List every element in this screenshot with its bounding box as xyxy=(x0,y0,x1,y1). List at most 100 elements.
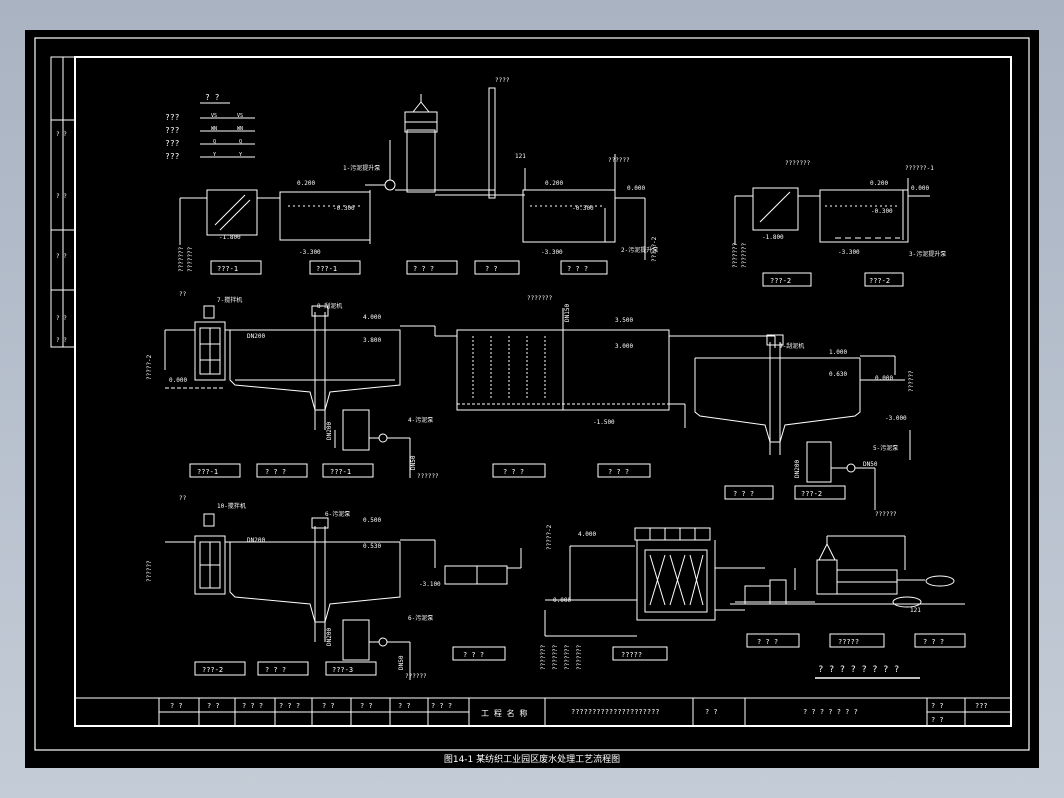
legend-code-2: Q xyxy=(213,139,216,145)
level-r1e: 0.200 xyxy=(545,180,563,187)
unit-r1-3: ? ? xyxy=(485,265,498,273)
note-r3c: 121 xyxy=(910,607,921,614)
side-strip-text-0: ? ? xyxy=(56,131,67,138)
row1-annotations: ???? 1-污泥提升泵 2-污泥提升泵 3-污泥提升泵 0.200 -0.30… xyxy=(219,77,946,258)
level-r2c: 3.500 xyxy=(615,317,633,324)
level-r2f: 1.000 xyxy=(829,349,847,356)
vert-note-12: ??????? xyxy=(564,644,571,670)
note-r1c: ??????-1 xyxy=(905,165,934,172)
unit-r1-6: ???-2 xyxy=(869,277,890,285)
vert-note-5: ??????? xyxy=(741,242,748,268)
row2-process xyxy=(164,305,911,510)
legend-label-2: ??? xyxy=(165,139,180,148)
level-r2b: 3.800 xyxy=(363,337,381,344)
level-r1m: -3.300 xyxy=(838,249,860,256)
level-r2g: 0.630 xyxy=(829,371,847,378)
tb-project-name: ????????????????????? xyxy=(571,708,660,716)
row1-process xyxy=(179,87,930,260)
vert-pipe-4: DN200 xyxy=(794,460,801,478)
level-r3c: -3.100 xyxy=(419,581,441,588)
level-r2i: 0.000 xyxy=(169,377,187,384)
note-r2b: ??????? xyxy=(527,295,553,302)
note-r2d: ?????? xyxy=(875,511,897,518)
unit-r3-7: ? ? ? xyxy=(923,638,944,646)
note-r3a: ?? xyxy=(179,495,187,502)
tb-label-3: ? ? ? xyxy=(279,702,300,710)
vert-note-7: ?????? xyxy=(908,370,915,392)
stack-label: ???? xyxy=(495,77,510,84)
unit-r3-1: ? ? ? xyxy=(265,666,286,674)
level-r1d: -3.300 xyxy=(299,249,321,256)
tb-right-top-val: ??? xyxy=(975,702,988,710)
level-r3d: 4.000 xyxy=(578,531,596,538)
vert-note-3: ?????-2 xyxy=(651,236,658,262)
level-r1f: -0.300 xyxy=(572,205,594,212)
row3-unit-boxes xyxy=(194,633,966,676)
process-flow-drawing: ? ? ? ? ? ? ? ? ? ? ? ? ??? ??? ??? ??? … xyxy=(34,37,1030,751)
row3-process xyxy=(165,513,965,680)
vert-pipe-2: DN50 xyxy=(410,455,417,470)
equip-10-label: 10-搅拌机 xyxy=(217,502,246,510)
vert-note-1: ??????? xyxy=(178,246,185,272)
tb-label-5: ? ? xyxy=(360,702,373,710)
vert-note-4: ??????? xyxy=(732,242,739,268)
vert-note-9: ?????-2 xyxy=(546,524,553,550)
pipe-r3a: DN200 xyxy=(247,537,265,544)
note-r1d: 121 xyxy=(515,153,526,160)
level-r3a: 0.500 xyxy=(363,517,381,524)
unit-r3-4: ????? xyxy=(621,651,642,659)
vert-note-8: ?????? xyxy=(146,560,153,582)
unit-r2-2: ???-1 xyxy=(330,468,351,476)
level-r2d: 3.000 xyxy=(615,343,633,350)
legend-label-3: ??? xyxy=(165,152,180,161)
tb-right-top: ? ? xyxy=(931,702,944,710)
tb-label-0: ? ? xyxy=(170,702,183,710)
row2-unit-boxes xyxy=(189,463,846,500)
equip-6a-label: 6-污泥泵 xyxy=(325,510,350,518)
equip-5-label: 5-污泥泵 xyxy=(873,444,898,452)
side-strip xyxy=(50,56,76,348)
tb-label-4: ? ? xyxy=(322,702,335,710)
note-r1b: ??????? xyxy=(785,160,811,167)
vert-note-6: ?????-2 xyxy=(146,354,153,380)
tb-drawing-name: ? ? ? ? ? ? ? xyxy=(803,708,858,716)
equip-6b-label: 6-污泥泵 xyxy=(408,614,433,622)
equip-3-label: 3-污泥提升泵 xyxy=(909,250,946,258)
row3-annotations: ?? 10-搅拌机 6-污泥泵 6-污泥泵 DN200 0.500 0.530 … xyxy=(179,495,921,680)
legend-code-0b: VS xyxy=(237,113,243,119)
vert-pipe-1: DN200 xyxy=(326,422,333,440)
equip-7-label: 7-搅拌机 xyxy=(217,296,242,304)
tb-label-6: ? ? xyxy=(398,702,411,710)
tb-drawing-label: ? ? xyxy=(705,708,718,716)
side-strip-text-2: ? ? xyxy=(56,253,67,260)
note-r2c: ?????? xyxy=(417,473,439,480)
side-strip-text-1: ? ? xyxy=(56,193,67,200)
equip-2-label: 2-污泥提升泵 xyxy=(621,246,658,254)
vert-note-11: ??????? xyxy=(552,644,559,670)
level-r3b: 0.530 xyxy=(363,543,381,550)
pipe-r2a: DN200 xyxy=(247,333,265,340)
legend-code-2b: Q xyxy=(239,139,242,145)
level-r2j: -3.000 xyxy=(885,415,907,422)
vert-pipe-6: DN50 xyxy=(398,655,405,670)
legend-code-1b: WN xyxy=(237,126,243,132)
level-r2a: 4.000 xyxy=(363,314,381,321)
inner-frame xyxy=(74,56,1012,727)
level-r1k: -0.300 xyxy=(871,208,893,215)
drawing-note: ? ? ? ? ? ? ? ? xyxy=(818,665,899,675)
title-block xyxy=(75,697,1011,726)
level-r1l: -1.800 xyxy=(762,234,784,241)
unit-r2-4: ? ? ? xyxy=(608,468,629,476)
cad-viewport[interactable]: ? ? ? ? ? ? ? ? ? ? ? ? ??? ??? ??? ??? … xyxy=(25,30,1039,768)
side-strip-text-4: ? ? xyxy=(56,337,67,344)
pipe-r2b: DN50 xyxy=(863,461,878,468)
drawing-caption: 图14-1 某纺织工业园区废水处理工艺流程图 xyxy=(443,755,621,765)
legend-code-3: Y xyxy=(213,152,216,158)
level-r1b: -0.300 xyxy=(333,205,355,212)
unit-r2-6: ???-2 xyxy=(801,490,822,498)
tb-label-7: ? ? ? xyxy=(431,702,452,710)
level-r1h: 0.000 xyxy=(627,185,645,192)
equip-4-label: 4-污泥泵 xyxy=(408,416,433,424)
legend-label-0: ??? xyxy=(165,113,180,122)
legend-code-0: VS xyxy=(211,113,217,119)
